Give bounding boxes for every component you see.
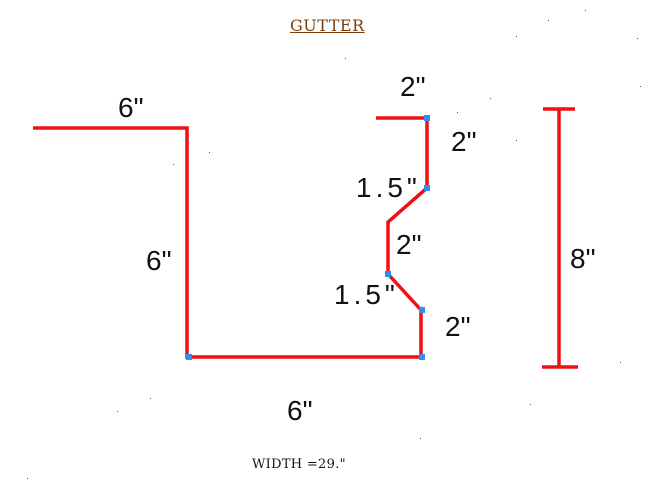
vertex-markers [186, 115, 430, 360]
vertex-marker [424, 185, 430, 191]
dimension-label-lower-bend: 1.5" [334, 279, 399, 310]
width-total-label: WIDTH =29." [252, 457, 346, 472]
background-specks [27, 10, 641, 479]
height-dimension-bar [542, 107, 578, 369]
dimension-label-front-lower: 2" [445, 311, 471, 342]
dimension-label-front-top-return: 2" [400, 71, 426, 102]
vertex-marker [385, 271, 391, 277]
dimension-label-front-middle: 2" [396, 229, 422, 260]
vertex-marker [419, 354, 425, 360]
dimension-label-upper-bend: 1.5" [356, 172, 421, 203]
dimension-label-bottom: 6" [287, 395, 313, 426]
vertex-marker [419, 307, 425, 313]
dimension-label-front-upper: 2" [451, 126, 477, 157]
dimension-label-overall-height: 8" [570, 243, 596, 274]
vertex-marker [424, 115, 430, 121]
vertex-marker [186, 354, 192, 360]
dimension-label-top-flange: 6" [118, 92, 144, 123]
dimension-label-back-wall: 6" [146, 245, 172, 276]
diagram-title: GUTTER [290, 16, 365, 35]
gutter-outline [33, 116, 429, 359]
